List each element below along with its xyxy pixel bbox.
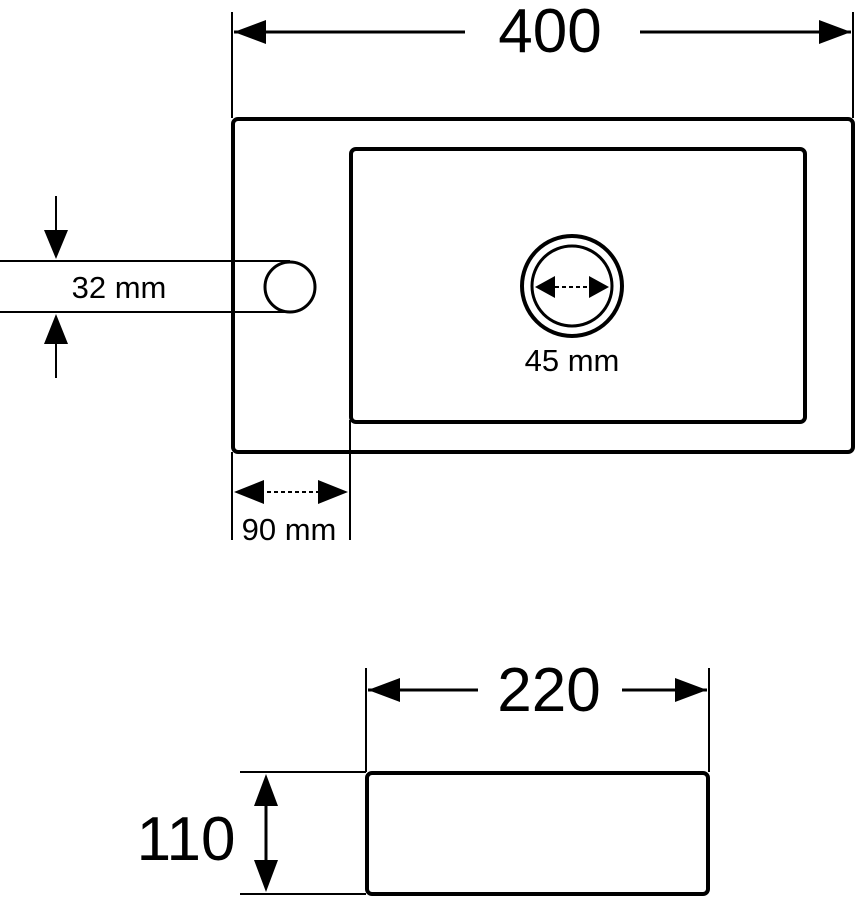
height-arrow-bottom bbox=[254, 860, 278, 892]
offset-dimension bbox=[231, 420, 351, 540]
tap-hole bbox=[263, 260, 317, 314]
offset-arrow-right bbox=[318, 480, 348, 504]
drain-arrow-left bbox=[535, 276, 555, 298]
tap-hole-arrow-bottom bbox=[44, 314, 68, 344]
drain-arrow-right bbox=[589, 276, 609, 298]
side-width-dimension bbox=[365, 668, 710, 772]
height-label: 110 bbox=[137, 805, 236, 874]
height-dimension bbox=[240, 771, 366, 895]
arrow-head-left bbox=[234, 20, 266, 44]
width-dimension bbox=[231, 12, 854, 118]
side-profile bbox=[365, 771, 710, 896]
drain bbox=[520, 234, 624, 338]
tap-hole-dimension bbox=[0, 196, 290, 378]
side-view: 220 110 bbox=[137, 656, 710, 896]
top-view: 400 45 mm 32 mm bbox=[0, 0, 855, 547]
height-arrow-top bbox=[254, 774, 278, 806]
arrow-head-right bbox=[819, 20, 851, 44]
offset-label: 90 mm bbox=[242, 512, 337, 547]
width-label: 400 bbox=[498, 0, 601, 66]
side-width-label: 220 bbox=[497, 656, 600, 725]
drain-label: 45 mm bbox=[525, 343, 620, 378]
side-arrow-left bbox=[368, 678, 400, 702]
offset-arrow-left bbox=[234, 480, 264, 504]
tap-hole-arrow-top bbox=[44, 230, 68, 259]
drain-outer-ring bbox=[520, 234, 624, 338]
sink-outline bbox=[231, 117, 855, 454]
basin-outline bbox=[349, 147, 807, 424]
tap-hole-label: 32 mm bbox=[72, 270, 167, 305]
drain-inner-ring bbox=[530, 244, 614, 328]
side-arrow-right bbox=[675, 678, 707, 702]
